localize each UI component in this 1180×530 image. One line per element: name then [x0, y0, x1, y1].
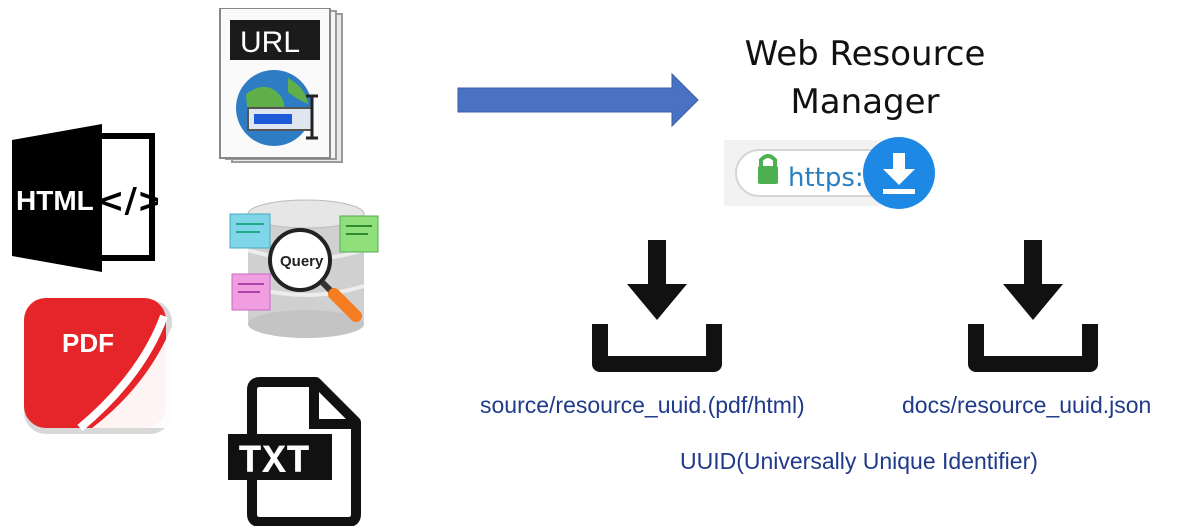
https-text: https: [788, 163, 864, 193]
pdf-label: PDF [62, 328, 114, 358]
html-file-icon: HTML </> [12, 124, 158, 272]
txt-label: TXT [238, 440, 310, 485]
txt-file-icon: TXT [228, 377, 361, 526]
title-line-1: Web Resource [744, 34, 986, 74]
magnifier-icon [268, 228, 332, 292]
download-icon-source [592, 240, 722, 372]
download-icon-docs [968, 240, 1098, 372]
https-url-bar: https: [724, 137, 935, 209]
download-circle-icon [863, 137, 935, 209]
right-arrow-icon [457, 72, 699, 128]
uuid-caption: UUID(Universally Unique Identifier) [680, 448, 1038, 474]
url-label: URL [240, 26, 300, 59]
html-code-label: </> [96, 181, 158, 221]
lock-icon [758, 154, 778, 184]
database-query-icon: Query [229, 199, 379, 338]
title-line-2: Manager [790, 82, 940, 122]
docs-path-caption: docs/resource_uuid.json [902, 392, 1152, 418]
web-resource-manager-title: Web Resource Manager [700, 30, 1030, 126]
source-path-caption: source/resource_uuid.(pdf/html) [480, 392, 805, 418]
html-label: HTML [16, 185, 94, 216]
url-document-icon: URL [219, 8, 343, 163]
pdf-file-icon: PDF [24, 298, 172, 434]
query-label: Query [280, 253, 324, 270]
